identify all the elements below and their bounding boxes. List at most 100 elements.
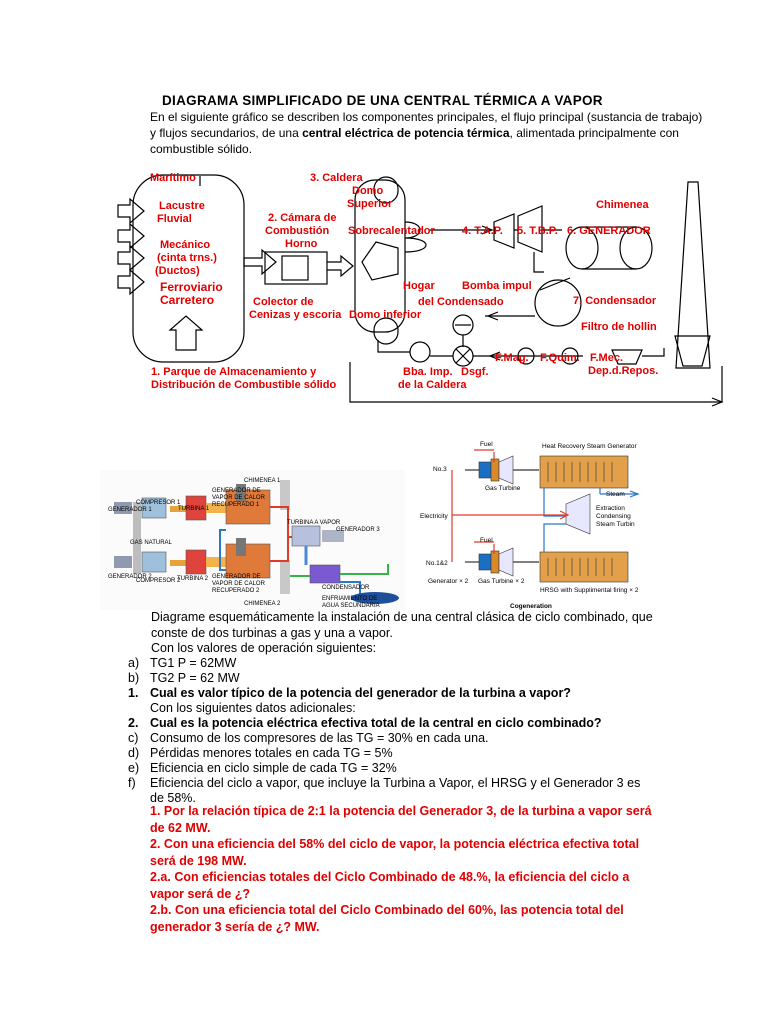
- arrow-lacustre: [117, 197, 145, 225]
- generator-3: [322, 530, 344, 542]
- label-gt2: Gas Turbine × 2: [478, 578, 525, 585]
- label-condensado: del Condensado: [418, 296, 504, 308]
- label-chimenea2: CHIMENEA 2: [244, 601, 281, 607]
- label-enfriamiento: ENFRIAMIENTO DE AGUA SECUNDARIA: [322, 596, 380, 609]
- label-hrsg2: HRSG with Supplimental firing × 2: [540, 587, 639, 594]
- label-cogeneration: Cogeneration: [510, 603, 552, 610]
- hrsg-bottom: [539, 551, 629, 583]
- reposition-tank: [611, 349, 643, 365]
- steam-turbine-en: [565, 493, 591, 535]
- cooling-water: [351, 592, 399, 604]
- answer-line: vapor será de ¿?: [150, 886, 251, 901]
- chamber-burner: [281, 255, 309, 281]
- label-turbina2: TURBINA 2: [177, 576, 209, 582]
- intro-paragraph: En el siguiente gráfico se describen los…: [150, 109, 710, 157]
- label-no12: No.1&2: [426, 560, 448, 567]
- generator-body: [582, 226, 636, 270]
- label-bba: Bba. Imp.: [403, 366, 453, 378]
- label-condensador2: CONDENSADOR: [322, 585, 370, 591]
- intro-text-2: , alimentada principalmente con combusti…: [150, 126, 679, 156]
- label-combustion: Combustión: [265, 225, 330, 237]
- boiler-body: [354, 179, 406, 333]
- arrow-to-chamber: [243, 248, 277, 276]
- lower-drum: [373, 317, 399, 345]
- label-maritimo: Marítimo: [150, 172, 196, 184]
- label-hogar: Hogar: [403, 280, 435, 292]
- fquim-filter: [561, 347, 579, 365]
- hrsg-1: [225, 489, 271, 525]
- label-bomba: Bomba impul: [462, 280, 532, 292]
- combustor-2: [170, 560, 196, 566]
- turbine-hp: [493, 213, 515, 249]
- boiler-furnace: [361, 241, 399, 281]
- item-mark: c): [128, 731, 139, 745]
- label-domo: Domo: [352, 185, 384, 197]
- label-steamturbin: Steam Turbin: [596, 521, 635, 528]
- steam-arrow: [481, 225, 494, 235]
- turbine-lp: [517, 205, 543, 253]
- label-ferroviario: Ferroviario: [160, 280, 223, 294]
- answer-line: 2.b. Con una eficiencia total del Ciclo …: [150, 903, 624, 917]
- item-text: TG1 P = 62MW: [150, 656, 237, 670]
- hrsg-top: [539, 455, 629, 489]
- label-dep: Dep.d.Repos.: [588, 365, 659, 377]
- flue-gas-line: [349, 362, 722, 403]
- label-steam: Steam: [606, 491, 625, 498]
- label-hrsg1: GENERADOR DE VAPOR DE CALOR RECUPERADO 1: [212, 488, 265, 508]
- fmag-filter: [517, 347, 535, 365]
- item-mark: d): [128, 746, 140, 760]
- label-lacustre: Lacustre: [159, 200, 205, 212]
- item-mark: e): [128, 761, 140, 775]
- duct-2: [206, 557, 226, 567]
- label-colector: Colector de: [253, 296, 314, 308]
- label-dsgf: Dsgf.: [461, 366, 489, 378]
- chimney-1: [280, 480, 290, 510]
- label-fuel-top: Fuel: [480, 441, 493, 448]
- generator-end2: [619, 226, 653, 270]
- item-mark: 2.: [128, 716, 139, 730]
- arrow-fluvial: [117, 222, 145, 250]
- label-chimenea1: CHIMENEA 1: [244, 478, 281, 484]
- body-paragraph-2: Con los valores de operación siguientes:: [151, 641, 377, 655]
- label-filtro: Filtro de hollin: [581, 321, 657, 333]
- label-mecanico: Mecánico: [160, 239, 211, 251]
- label-generador: 6. GENERADOR: [567, 225, 651, 237]
- item-text: Eficiencia en ciclo simple de cada TG = …: [150, 761, 397, 775]
- label-compresor2: COMPRESOR 2: [136, 578, 181, 584]
- item-text: Consumo de los compresores de las TG = 3…: [150, 731, 489, 745]
- item-mark: b): [128, 671, 140, 685]
- item-text: Pérdidas menores totales en cada TG = 5%: [150, 746, 393, 760]
- exhaust-line: [533, 252, 544, 273]
- item-mark: 1.: [128, 686, 139, 700]
- compressor-2: [141, 551, 167, 573]
- label-horno: Horno: [285, 238, 318, 250]
- item-text: TG2 P = 62 MW: [150, 671, 240, 685]
- return-arrow: [486, 311, 499, 321]
- label-camara: 2. Cámara de: [268, 212, 337, 224]
- label-hrsg2: GENERADOR DE VAPOR DE CALOR RECUPERADO 2: [212, 574, 265, 594]
- answers-block: 1. Por la relación típica de 2:1 la pote…: [150, 803, 652, 935]
- chimney: [675, 181, 711, 369]
- label-turbina1: TURBINA 1: [178, 506, 210, 512]
- label-sobrecalentador: Sobrecalentador: [348, 225, 435, 237]
- label-cinta: (cinta trns.): [157, 252, 217, 264]
- item-mark: a): [128, 656, 140, 670]
- chimney-2: [280, 560, 290, 594]
- storage-park-box: [132, 174, 245, 363]
- arrow-chamber-boiler: [327, 254, 354, 278]
- gas-line: [133, 502, 141, 574]
- item-text: Con los siguientes datos adicionales:: [150, 701, 356, 715]
- upper-drum: [373, 176, 399, 204]
- label-gen2: Generator × 2: [428, 578, 469, 585]
- answer-line: generador 3 sería de ¿? MW.: [150, 919, 320, 934]
- arrow-mecanico: [117, 244, 145, 272]
- feed-to-drum: [377, 340, 410, 353]
- label-gasnatural: GAS NATURAL: [130, 540, 172, 546]
- answer-line: será de 198 MW.: [150, 853, 247, 868]
- label-generador2: GENERADOR 2: [108, 574, 152, 580]
- answer-line: 2. Con una eficiencia del 58% del ciclo …: [150, 837, 640, 851]
- item-mark: f): [128, 776, 136, 790]
